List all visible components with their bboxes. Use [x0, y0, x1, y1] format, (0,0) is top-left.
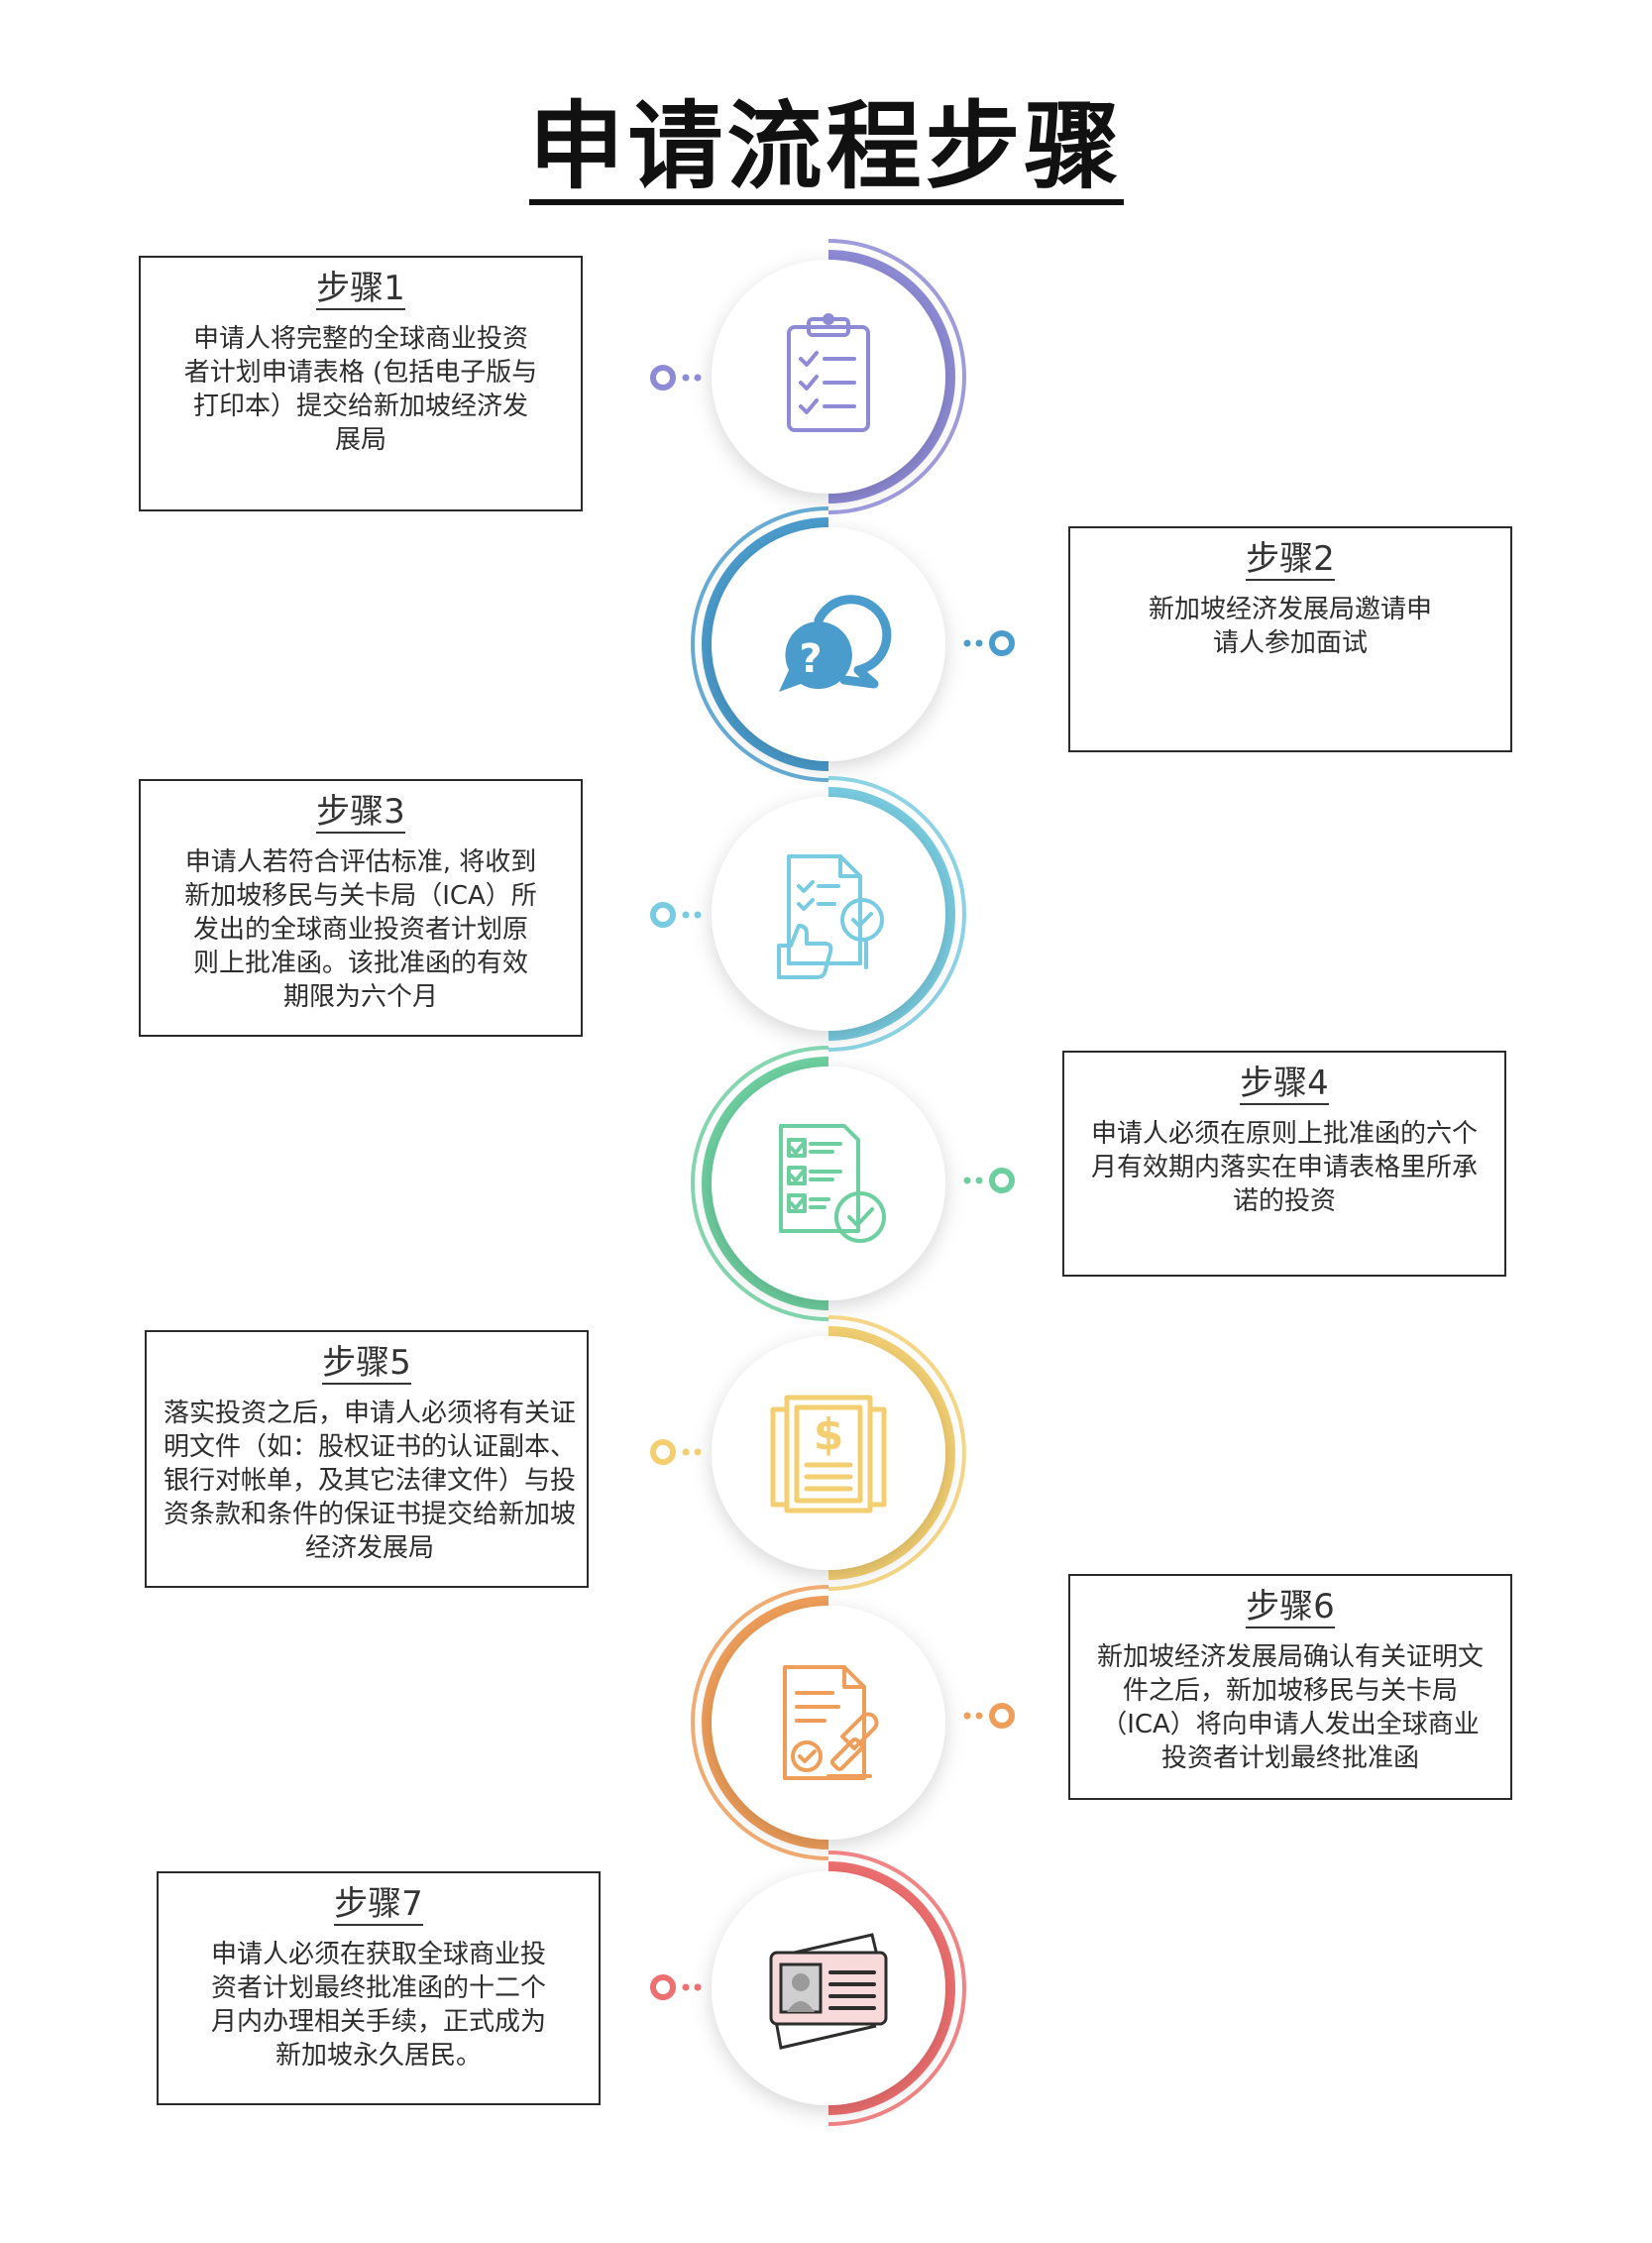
step-7-connector [650, 1974, 702, 2000]
step-1-icon-disc [712, 260, 945, 494]
step-7-arc-outline [827, 1850, 966, 2126]
step-5-box: 步骤5 落实投资之后，申请人必须将有关证明文件（如：股权证书的认证副本、银行对帐… [145, 1330, 589, 1588]
question-chat-bubble-icon: ? [779, 595, 892, 692]
document-approval-thumbs-up-icon [777, 854, 884, 979]
step-1-title: 步骤1 [316, 269, 405, 311]
step-3-arc-outline [827, 776, 966, 1052]
document-stamp-approval-icon [783, 1665, 879, 1780]
step-6-connector [963, 1703, 1015, 1729]
step-2-connector [963, 630, 1015, 656]
step-7-box: 步骤7 申请人必须在获取全球商业投资者计划最终批准函的十二个月内办理相关手续，正… [157, 1871, 601, 2105]
step-3-text: 申请人若符合评估标准, 将收到新加坡移民与关卡局（ICA）所发出的全球商业投资者… [184, 847, 537, 1013]
step-1-box: 步骤1 申请人将完整的全球商业投资者计划申请表格 (包括电子版与打印本）提交给新… [139, 256, 583, 511]
step-2-title: 步骤2 [1246, 539, 1335, 582]
step-2-box: 步骤2 新加坡经济发展局邀请申请人参加面试 [1068, 526, 1512, 752]
step-6-box: 步骤6 新加坡经济发展局确认有关证明文件之后，新加坡移民与关卡局（ICA）将向申… [1068, 1574, 1512, 1800]
step-1-arc-outline [827, 239, 966, 514]
step-3-icon-disc [712, 797, 945, 1031]
step-7-text: 申请人必须在获取全球商业投资者计划最终批准函的十二个月内办理相关手续，正式成为新… [210, 1940, 546, 2072]
step-4-text: 申请人必须在原则上批准函的六个月有效期内落实在申请表格里所承诺的投资 [1090, 1119, 1478, 1217]
step-6-text: 新加坡经济发展局确认有关证明文件之后，新加坡移民与关卡局（ICA）将向申请人发出… [1096, 1642, 1484, 1774]
step-5-connector [650, 1439, 702, 1465]
checklist-document-check-icon [779, 1124, 886, 1243]
svg-text:?: ? [799, 636, 822, 682]
step-6-title: 步骤6 [1246, 1587, 1335, 1629]
step-5-title: 步骤5 [322, 1343, 411, 1386]
id-card-icon [769, 1933, 888, 2050]
step-1-text: 申请人将完整的全球商业投资者计划申请表格 (包括电子版与打印本）提交给新加坡经济… [183, 324, 538, 456]
step-2-text: 新加坡经济发展局邀请申请人参加面试 [1148, 595, 1432, 659]
page-title: 申请流程步骤 [0, 91, 1652, 205]
step-4-title: 步骤4 [1240, 1064, 1329, 1106]
step-2-arc-outline [691, 506, 829, 782]
step-3-connector [650, 902, 702, 928]
step-3-title: 步骤3 [316, 792, 405, 835]
step-4-box: 步骤4 申请人必须在原则上批准函的六个月有效期内落实在申请表格里所承诺的投资 [1062, 1051, 1506, 1277]
step-5-text: 落实投资之后，申请人必须将有关证明文件（如：股权证书的认证副本、银行对帐单，及其… [163, 1399, 576, 1564]
step-3-box: 步骤3 申请人若符合评估标准, 将收到新加坡移民与关卡局（ICA）所发出的全球商… [139, 779, 583, 1037]
step-1-connector [650, 365, 702, 391]
clipboard-checklist-icon [787, 313, 870, 432]
step-4-icon-disc [712, 1066, 945, 1300]
step-4-connector [963, 1168, 1015, 1193]
step-6-icon-disc [712, 1606, 945, 1840]
svg-text:$: $ [814, 1409, 844, 1460]
step-5-arc-outline [827, 1315, 966, 1591]
step-4-arc-outline [691, 1046, 829, 1321]
step-6-arc-outline [691, 1585, 829, 1860]
dollar-documents-icon: $ [770, 1395, 887, 1514]
step-7-title: 步骤7 [334, 1884, 423, 1927]
